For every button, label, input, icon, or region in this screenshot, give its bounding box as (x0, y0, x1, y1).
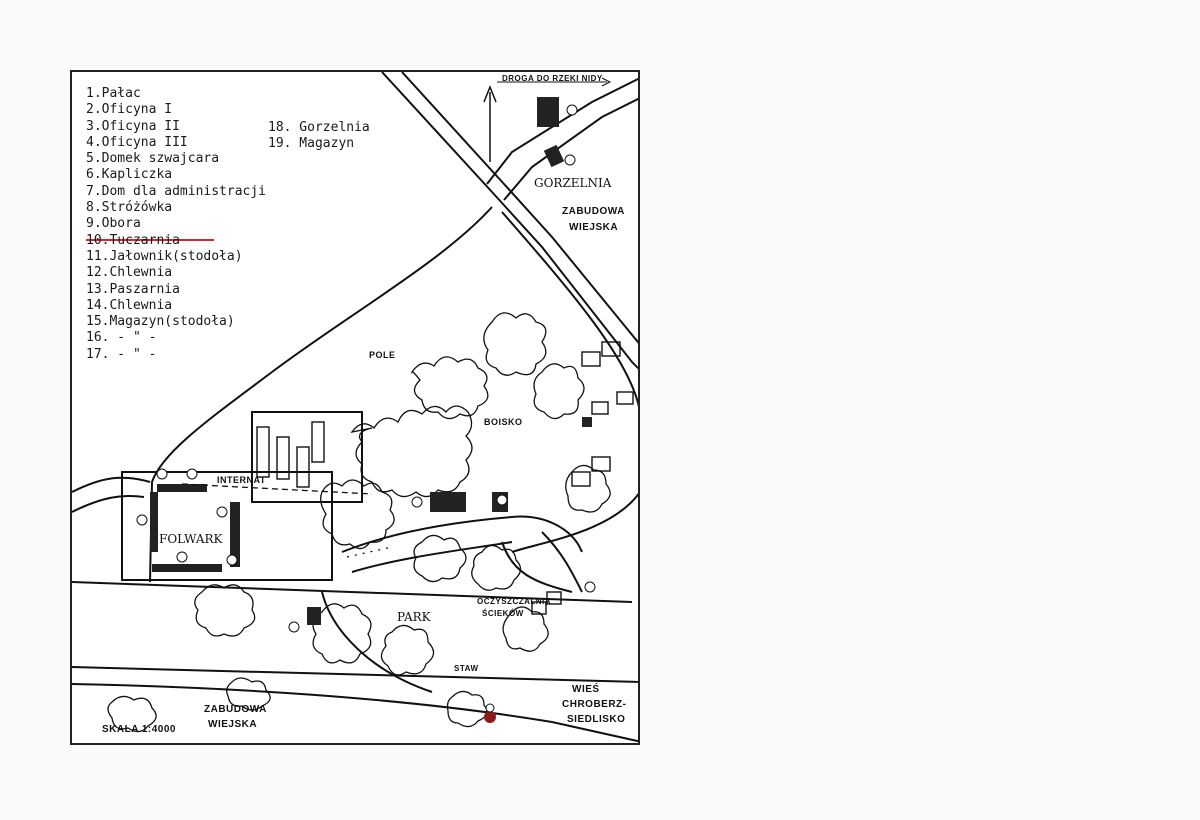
label-road-to-river: DROGA DO RZEKI NIDY (502, 74, 603, 83)
legend-left: 1.Pałac 2.Oficyna I 3.Oficyna II 4.Oficy… (86, 86, 266, 363)
folwark-enclosure (121, 471, 333, 581)
legend-item: 18. Gorzelnia (268, 120, 370, 135)
label-oczyszczalnia-2: ŚCIEKÓW (482, 609, 524, 618)
legend-item: 8.Stróżówka (86, 200, 173, 216)
legend-item: 3.Oficyna II (86, 118, 180, 134)
estate-east-boundary (501, 211, 638, 553)
legend-item: 7.Dom dla administracji (86, 183, 267, 199)
legend-item: 11.Jałownik(stodoła) (86, 248, 243, 264)
label-folwark: FOLWARK (159, 532, 223, 546)
legend-item: 10.Tuczarnia (86, 232, 180, 248)
label-pole: POLE (369, 350, 396, 360)
legend-item: 5.Domek szwajcara (86, 151, 220, 167)
label-zabudowa-ne-1: ZABUDOWA (562, 206, 625, 217)
legend-item: 17. - " - (86, 346, 157, 362)
legend-item: 4.Oficyna III (86, 134, 188, 150)
legend-item: 14.Chlewnia (86, 297, 173, 313)
label-zabudowa-ne-2: WIEJSKA (569, 222, 619, 233)
estate-map: 1.Pałac 2.Oficyna I 3.Oficyna II 4.Oficy… (70, 70, 640, 745)
label-internat: INTERNAT (217, 475, 266, 485)
legend-item: 19. Magazyn (268, 136, 355, 152)
gorzelnia-building (537, 97, 559, 127)
legend-highlight-underline (86, 239, 214, 241)
label-park: PARK (397, 610, 431, 624)
label-wies-3: SIEDLISKO (567, 714, 626, 725)
map-drawing (72, 72, 638, 743)
legend-item: 1.Pałac (86, 86, 141, 101)
legend-item: 2.Oficyna I (86, 102, 173, 118)
label-zabudowa-s-1: ZABUDOWA (204, 704, 267, 715)
estate-boundary (149, 206, 493, 583)
label-scale: SKALA 1:4000 (102, 724, 176, 735)
label-staw: STAW (454, 664, 479, 673)
road-north (486, 77, 638, 185)
label-wies-1: WIEŚ (572, 684, 600, 695)
label-zabudowa-s-2: WIEJSKA (208, 719, 258, 730)
label-oczyszczalnia-1: OCZYSZCZALNIA (477, 597, 552, 606)
label-wies-2: CHROBERZ- (562, 699, 627, 710)
road-west (72, 476, 151, 493)
legend-item: 15.Magazyn(stodoła) (86, 314, 235, 330)
label-gorzelnia: GORZELNIA (534, 176, 612, 190)
legend-item: 9.Obora (86, 216, 141, 232)
legend-item: 16. - " - (86, 330, 157, 346)
legend-item: 12.Chlewnia (86, 265, 173, 281)
legend-item-highlighted: 6.Kapliczka (86, 167, 173, 183)
legend-item: 13.Paszarnia (86, 281, 180, 297)
road-main (381, 72, 638, 370)
label-boisko: BOISKO (484, 417, 523, 427)
chapel-marker (484, 711, 496, 723)
legend-right: 18. Gorzelnia 19. Magazyn (268, 120, 370, 153)
palace-building (430, 492, 466, 512)
